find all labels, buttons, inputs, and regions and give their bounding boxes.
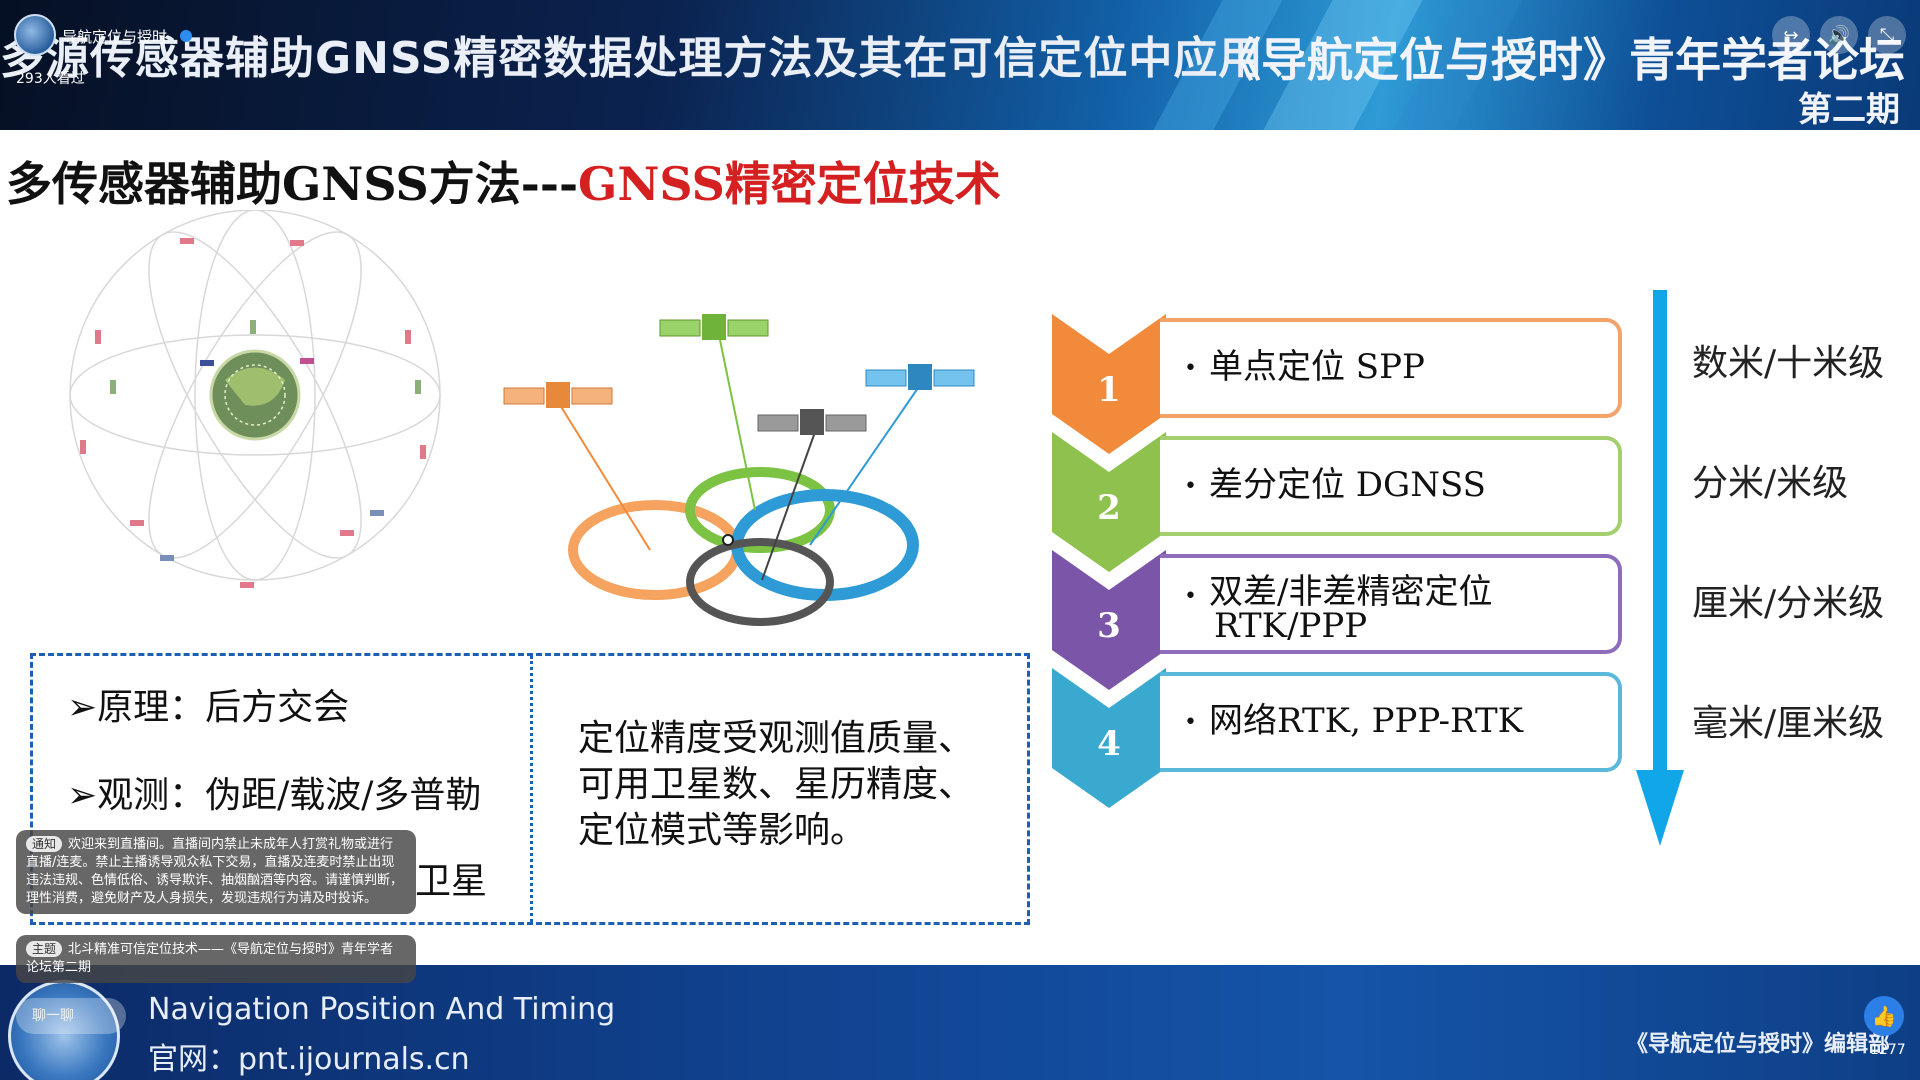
green-satellite-icon [659, 314, 769, 340]
notice-text: 欢迎来到直播间。直播间内禁止未成年人打赏礼物或进行直播/连麦。禁止主播诱导观众私… [26, 837, 404, 906]
step-1-chevron [1052, 314, 1166, 454]
slide-title-highlight: GNSS精密定位技术 [578, 157, 1001, 211]
step-1-number: 1 [1097, 370, 1121, 410]
blue-satellite-icon [865, 364, 975, 390]
journal-english-name: Navigation Position And Timing [148, 992, 616, 1027]
channel-name[interactable]: 导航定位与授时 [62, 28, 168, 46]
step-1-label: •单点定位 SPP [1184, 347, 1425, 387]
signal-lines-icon [559, 339, 921, 581]
top-banner: 多源传感器辅助GNSS精密数据处理方法及其在可信定位中应用 《导航定位与授时》青… [0, 0, 1920, 130]
slide-title-main: 多传感器辅助GNSS方法--- [6, 157, 579, 211]
orbit-satellites-icon [80, 238, 426, 588]
presentation-slide: 多传感器辅助GNSS方法---GNSS精密定位技术 [0, 130, 1920, 965]
forum-title: 《导航定位与授时》青年学者论坛 [1215, 33, 1905, 87]
step-4-chevron [1052, 668, 1166, 808]
topic-tag: 主题 [26, 941, 63, 957]
notice-tag: 通知 [26, 836, 63, 852]
step-3-label-line2: RTK/PPP [1214, 606, 1368, 646]
principle-line: ➢原理：后方交会 [67, 687, 350, 728]
chat-notice: 通知欢迎来到直播间。直播间内禁止未成年人打赏礼物或进行直播/连麦。禁止主播诱导观… [16, 830, 416, 914]
volume-button[interactable]: 🔊 [1820, 16, 1858, 54]
journal-website: 官网：pnt.ijournals.cn [148, 1042, 470, 1077]
influence-text: 定位精度受观测值质量、可用卫星数、星历精度、定位模式等影响。 [578, 718, 975, 851]
forum-issue: 第二期 [1798, 90, 1900, 130]
collapse-button[interactable]: ⤡ [1868, 16, 1906, 54]
step-2-card: •差分定位 DGNSS [1160, 436, 1622, 536]
chat-input[interactable]: 聊一聊 [16, 998, 126, 1034]
step-2-number: 2 [1097, 488, 1121, 528]
channel-avatar[interactable] [14, 14, 56, 56]
step-3-chevron [1052, 550, 1166, 690]
share-icon: ↪ [1783, 24, 1799, 46]
step-2-chevron [1052, 432, 1166, 572]
viewer-count: 293人看过 [16, 71, 85, 87]
collapse-icon: ⤡ [1879, 24, 1895, 46]
accuracy-level-4: 毫米/厘米级 [1692, 703, 1885, 744]
step-4-label: •网络RTK, PPP-RTK [1184, 701, 1524, 741]
step-4-card: •网络RTK, PPP-RTK [1160, 672, 1622, 772]
observation-line: ➢观测：伪距/载波/多普勒 [67, 775, 482, 816]
chat-topic: 主题北斗精准可信定位技术——《导航定位与授时》青年学者论坛第二期 [16, 935, 416, 983]
gray-satellite-icon [757, 409, 867, 435]
slide-title: 多传感器辅助GNSS方法---GNSS精密定位技术 [6, 148, 1001, 214]
step-3-card: •双差/非差精密定位 RTK/PPP [1160, 554, 1622, 654]
volume-icon: 🔊 [1827, 24, 1851, 46]
editorial-office: 《导航定位与授时》编辑部 [1625, 1032, 1890, 1057]
gnss-illustration [69, 210, 975, 626]
step-3-label-line1: •双差/非差精密定位 [1184, 572, 1493, 612]
box-divider [530, 656, 533, 922]
accuracy-level-1: 数米/十米级 [1692, 343, 1885, 384]
satellites-line: 卫星 [415, 861, 488, 902]
step-2-label: •差分定位 DGNSS [1184, 465, 1486, 505]
principle-box: ➢原理：后方交会 ➢观测：伪距/载波/多普勒 卫星 定位精度受观测值质量、可用卫… [30, 653, 1030, 925]
positioning-rings-icon [568, 467, 919, 626]
step-4-number: 4 [1097, 724, 1121, 764]
topic-text: 北斗精准可信定位技术——《导航定位与授时》青年学者论坛第二期 [26, 942, 394, 975]
like-button[interactable]: 👍 [1864, 996, 1904, 1036]
step-1-card: •单点定位 SPP [1160, 318, 1622, 418]
earth-icon [209, 349, 301, 441]
orange-satellite-icon [503, 382, 613, 408]
share-button[interactable]: ↪ [1772, 16, 1810, 54]
thumbs-up-icon: 👍 [1871, 1004, 1897, 1028]
like-count: 1277 [1870, 1042, 1906, 1058]
bottom-banner [0, 965, 1920, 1080]
journal-logo-icon [8, 980, 120, 1080]
talk-title: 多源传感器辅助GNSS精密数据处理方法及其在可信定位中应用 [0, 33, 1264, 84]
step-3-number: 3 [1097, 606, 1121, 646]
verified-icon [180, 30, 192, 42]
accuracy-level-2: 分米/米级 [1692, 463, 1849, 504]
accuracy-level-3: 厘米/分米级 [1692, 583, 1885, 624]
accuracy-arrow-icon [1636, 290, 1684, 846]
